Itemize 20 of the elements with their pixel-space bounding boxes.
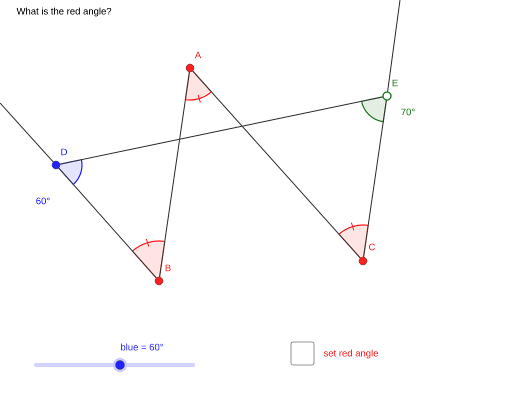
angle-label: 70° [401,108,415,116]
line-segment [159,72,190,277]
point: D [52,148,67,170]
checkbox-label: set red angle [324,350,378,358]
angle-label: 60° [36,198,50,204]
line-segment [363,100,387,257]
slider-label: blue = 60° [121,344,163,350]
line-segment [60,96,383,165]
node-label: A [194,52,202,58]
point: A [186,52,202,72]
title: What is the red angle? [16,8,112,16]
point: C [358,244,376,266]
node-label: D [61,148,67,156]
point: B [154,264,171,286]
node-label: E [392,80,398,86]
line-segment [192,70,361,258]
node-label: C [369,244,376,250]
point: E [382,80,398,101]
node-label: B [166,264,171,272]
line-segment [58,168,157,278]
